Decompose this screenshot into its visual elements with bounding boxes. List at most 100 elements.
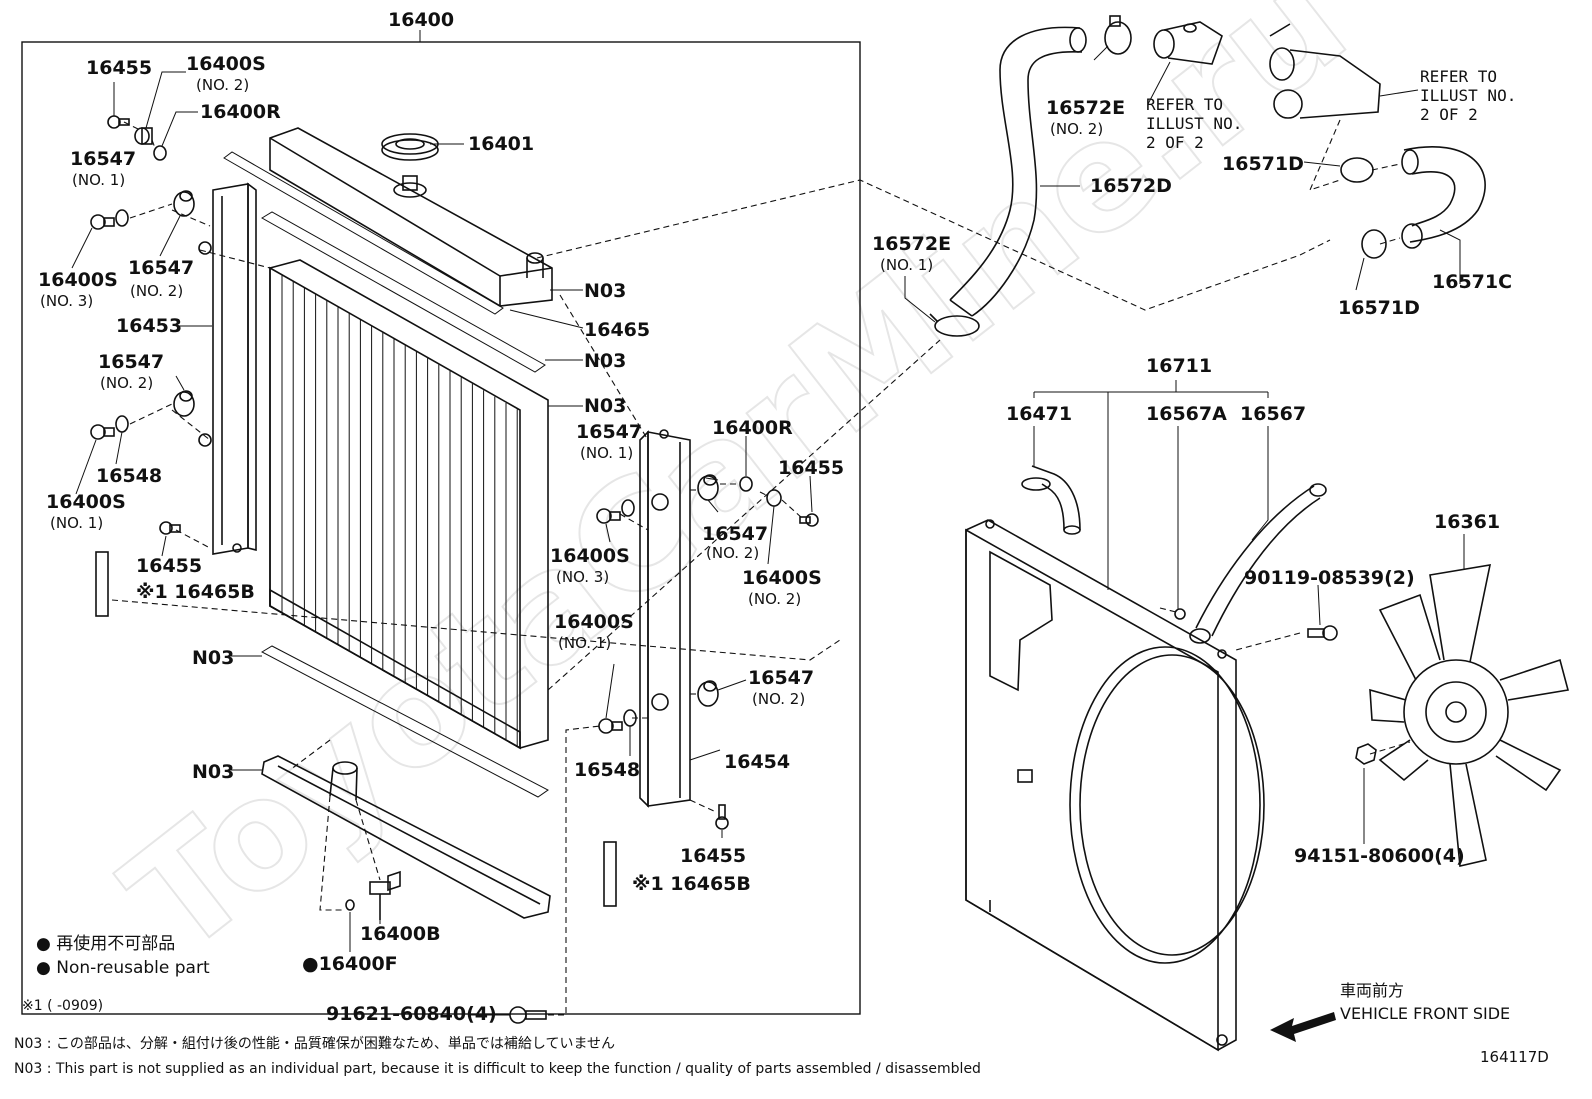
cushion-16547-no2-b[interactable] bbox=[173, 390, 195, 417]
bolt-16455-a[interactable] bbox=[107, 115, 130, 129]
part-label-16547-no1-a-sub[interactable]: (NO. 1) bbox=[72, 171, 125, 189]
part-label-16547-no1-b[interactable]: 16547 bbox=[576, 421, 642, 443]
drain-cock-16400B[interactable] bbox=[369, 870, 401, 920]
part-label-16547-no1-a[interactable]: 16547 bbox=[70, 148, 136, 170]
part-label-16400s-no2-a[interactable]: 16400S bbox=[186, 53, 266, 75]
part-label-16455b[interactable]: 16455 bbox=[136, 555, 202, 577]
hose-16571C[interactable] bbox=[1401, 145, 1486, 249]
part-label-16572e-no2-sub[interactable]: (NO. 2) bbox=[1050, 120, 1103, 138]
part-label-16572e-no1-sub[interactable]: (NO. 1) bbox=[880, 256, 933, 274]
cushion-16547-no2-d[interactable] bbox=[697, 680, 719, 707]
hose-16567[interactable] bbox=[1189, 483, 1327, 644]
part-label-16547-no2-b-sub[interactable]: (NO. 2) bbox=[100, 374, 153, 392]
part-label-16547-no2-c[interactable]: 16547 bbox=[702, 523, 768, 545]
bolt-90119-08539[interactable] bbox=[1307, 625, 1338, 641]
part-label-16572e-no2[interactable]: 16572E bbox=[1046, 97, 1125, 119]
clamp-16571D-a[interactable] bbox=[1340, 157, 1374, 183]
grommet-16400R-a[interactable] bbox=[153, 145, 167, 161]
part-label-16400s-no3-b[interactable]: 16400S bbox=[550, 545, 630, 567]
radiator-lower-tank[interactable] bbox=[261, 755, 551, 919]
part-label-n03-c[interactable]: N03 bbox=[584, 395, 626, 417]
part-label-16400s-no1-a-sub[interactable]: (NO. 1) bbox=[50, 514, 103, 532]
nut-94151-80600[interactable] bbox=[1355, 743, 1377, 765]
bolt-16400S-no1-a[interactable] bbox=[90, 424, 115, 440]
clamp-16571D-b[interactable] bbox=[1361, 229, 1387, 259]
part-label-16465b-a[interactable]: ※1 16465B bbox=[136, 581, 255, 603]
part-label-16547-no1-b-sub[interactable]: (NO. 1) bbox=[580, 444, 633, 462]
bolt-16455-d[interactable] bbox=[715, 804, 729, 830]
part-label-16572e-no1[interactable]: 16572E bbox=[872, 233, 951, 255]
seal-16465B-b[interactable] bbox=[603, 841, 617, 907]
gasket-n03-lower[interactable] bbox=[260, 645, 549, 798]
part-label-16400s-no1-b[interactable]: 16400S bbox=[554, 611, 634, 633]
part-label-16400s-no1-b-sub[interactable]: (NO. 1) bbox=[558, 634, 611, 652]
part-label-16455c[interactable]: 16455 bbox=[778, 457, 844, 479]
part-label-16400s-no1-a[interactable]: 16400S bbox=[46, 491, 126, 513]
part-label-16567[interactable]: 16567 bbox=[1240, 403, 1306, 425]
bolt-16455-c[interactable] bbox=[799, 513, 819, 527]
grommet-16400R-b[interactable] bbox=[739, 476, 753, 492]
part-label-16465b-b[interactable]: ※1 16465B bbox=[632, 873, 751, 895]
part-label-16465[interactable]: 16465 bbox=[584, 319, 650, 341]
bolt-91621-60840[interactable] bbox=[509, 1006, 547, 1024]
part-label-16454[interactable]: 16454 bbox=[724, 751, 790, 773]
o-ring-16400F[interactable] bbox=[345, 899, 355, 911]
part-label-16547-no2-b[interactable]: 16547 bbox=[98, 351, 164, 373]
part-label-16571c[interactable]: 16571C bbox=[1432, 271, 1512, 293]
part-label-16567a[interactable]: 16567A bbox=[1146, 403, 1227, 425]
hose-16471[interactable] bbox=[1021, 465, 1081, 535]
washer-16548-a[interactable] bbox=[115, 415, 129, 433]
washer-16547-no1-b[interactable] bbox=[621, 499, 635, 517]
part-label-16571d-b[interactable]: 16571D bbox=[1338, 297, 1420, 319]
clamp-16572E-no1[interactable] bbox=[929, 313, 980, 337]
fan-16361[interactable] bbox=[1369, 564, 1569, 867]
part-label-n03-d[interactable]: N03 bbox=[192, 647, 234, 669]
part-label-16401[interactable]: 16401 bbox=[468, 133, 534, 155]
hose-16572D[interactable] bbox=[949, 26, 1087, 317]
clip-16567A[interactable] bbox=[1174, 608, 1186, 620]
part-label-16711[interactable]: 16711 bbox=[1146, 355, 1212, 377]
part-label-16548-b[interactable]: 16548 bbox=[574, 759, 640, 781]
part-label-16400b[interactable]: 16400B bbox=[360, 923, 441, 945]
clamp-16572E-no2[interactable] bbox=[1104, 15, 1132, 55]
part-label-16548-a[interactable]: 16548 bbox=[96, 465, 162, 487]
part-label-16400s-no2-b-sub[interactable]: (NO. 2) bbox=[748, 590, 801, 608]
part-label-16547-no2-a-sub[interactable]: (NO. 2) bbox=[130, 282, 183, 300]
bolt-16455-b[interactable] bbox=[159, 521, 181, 535]
part-label-16400s-no2-b[interactable]: 16400S bbox=[742, 567, 822, 589]
part-label-16400s-no3-a[interactable]: 16400S bbox=[38, 269, 118, 291]
part-label-16547-no2-a[interactable]: 16547 bbox=[128, 257, 194, 279]
part-label-16453[interactable]: 16453 bbox=[116, 315, 182, 337]
bolt-16400S-no3-b[interactable] bbox=[596, 508, 621, 524]
part-label-16400s-no2-a-sub[interactable]: (NO. 2) bbox=[196, 76, 249, 94]
part-label-16455d[interactable]: 16455 bbox=[680, 845, 746, 867]
part-label-16400r-a[interactable]: 16400R bbox=[200, 101, 281, 123]
part-label-16400s-no3-a-sub[interactable]: (NO. 3) bbox=[40, 292, 93, 310]
bolt-16400S-no3-a[interactable] bbox=[90, 214, 115, 230]
part-label-16547-no2-d[interactable]: 16547 bbox=[748, 667, 814, 689]
radiator-upper-tank[interactable] bbox=[269, 127, 553, 307]
part-label-94151[interactable]: 94151-80600(4) bbox=[1294, 845, 1465, 867]
part-label-n03-e[interactable]: N03 bbox=[192, 761, 234, 783]
collar-16400S-no2-a[interactable] bbox=[134, 127, 153, 145]
radiator-core[interactable] bbox=[269, 259, 549, 750]
seal-16465B-a[interactable] bbox=[95, 551, 109, 617]
outlet-fitting-refer-a[interactable] bbox=[1153, 21, 1223, 65]
part-label-16400[interactable]: 16400 bbox=[388, 9, 454, 31]
part-label-16471[interactable]: 16471 bbox=[1006, 403, 1072, 425]
part-label-16400f[interactable]: ●16400F bbox=[302, 953, 398, 975]
part-label-16547-no2-d-sub[interactable]: (NO. 2) bbox=[752, 690, 805, 708]
part-label-16361[interactable]: 16361 bbox=[1434, 511, 1500, 533]
gasket-n03-upper[interactable] bbox=[261, 211, 546, 373]
cap-16401[interactable] bbox=[381, 133, 439, 161]
part-label-16571d-a[interactable]: 16571D bbox=[1222, 153, 1304, 175]
washer-16547-no1-a[interactable] bbox=[115, 209, 129, 227]
part-label-16547-no2-c-sub[interactable]: (NO. 2) bbox=[706, 544, 759, 562]
part-label-16400r-b[interactable]: 16400R bbox=[712, 417, 793, 439]
part-label-16572d[interactable]: 16572D bbox=[1090, 175, 1172, 197]
part-label-16455a[interactable]: 16455 bbox=[86, 57, 152, 79]
gasket-16465[interactable] bbox=[223, 151, 504, 315]
part-label-n03-a[interactable]: N03 bbox=[584, 280, 626, 302]
inlet-fitting-refer-b[interactable] bbox=[1269, 23, 1381, 119]
side-support-16453[interactable] bbox=[198, 182, 257, 555]
